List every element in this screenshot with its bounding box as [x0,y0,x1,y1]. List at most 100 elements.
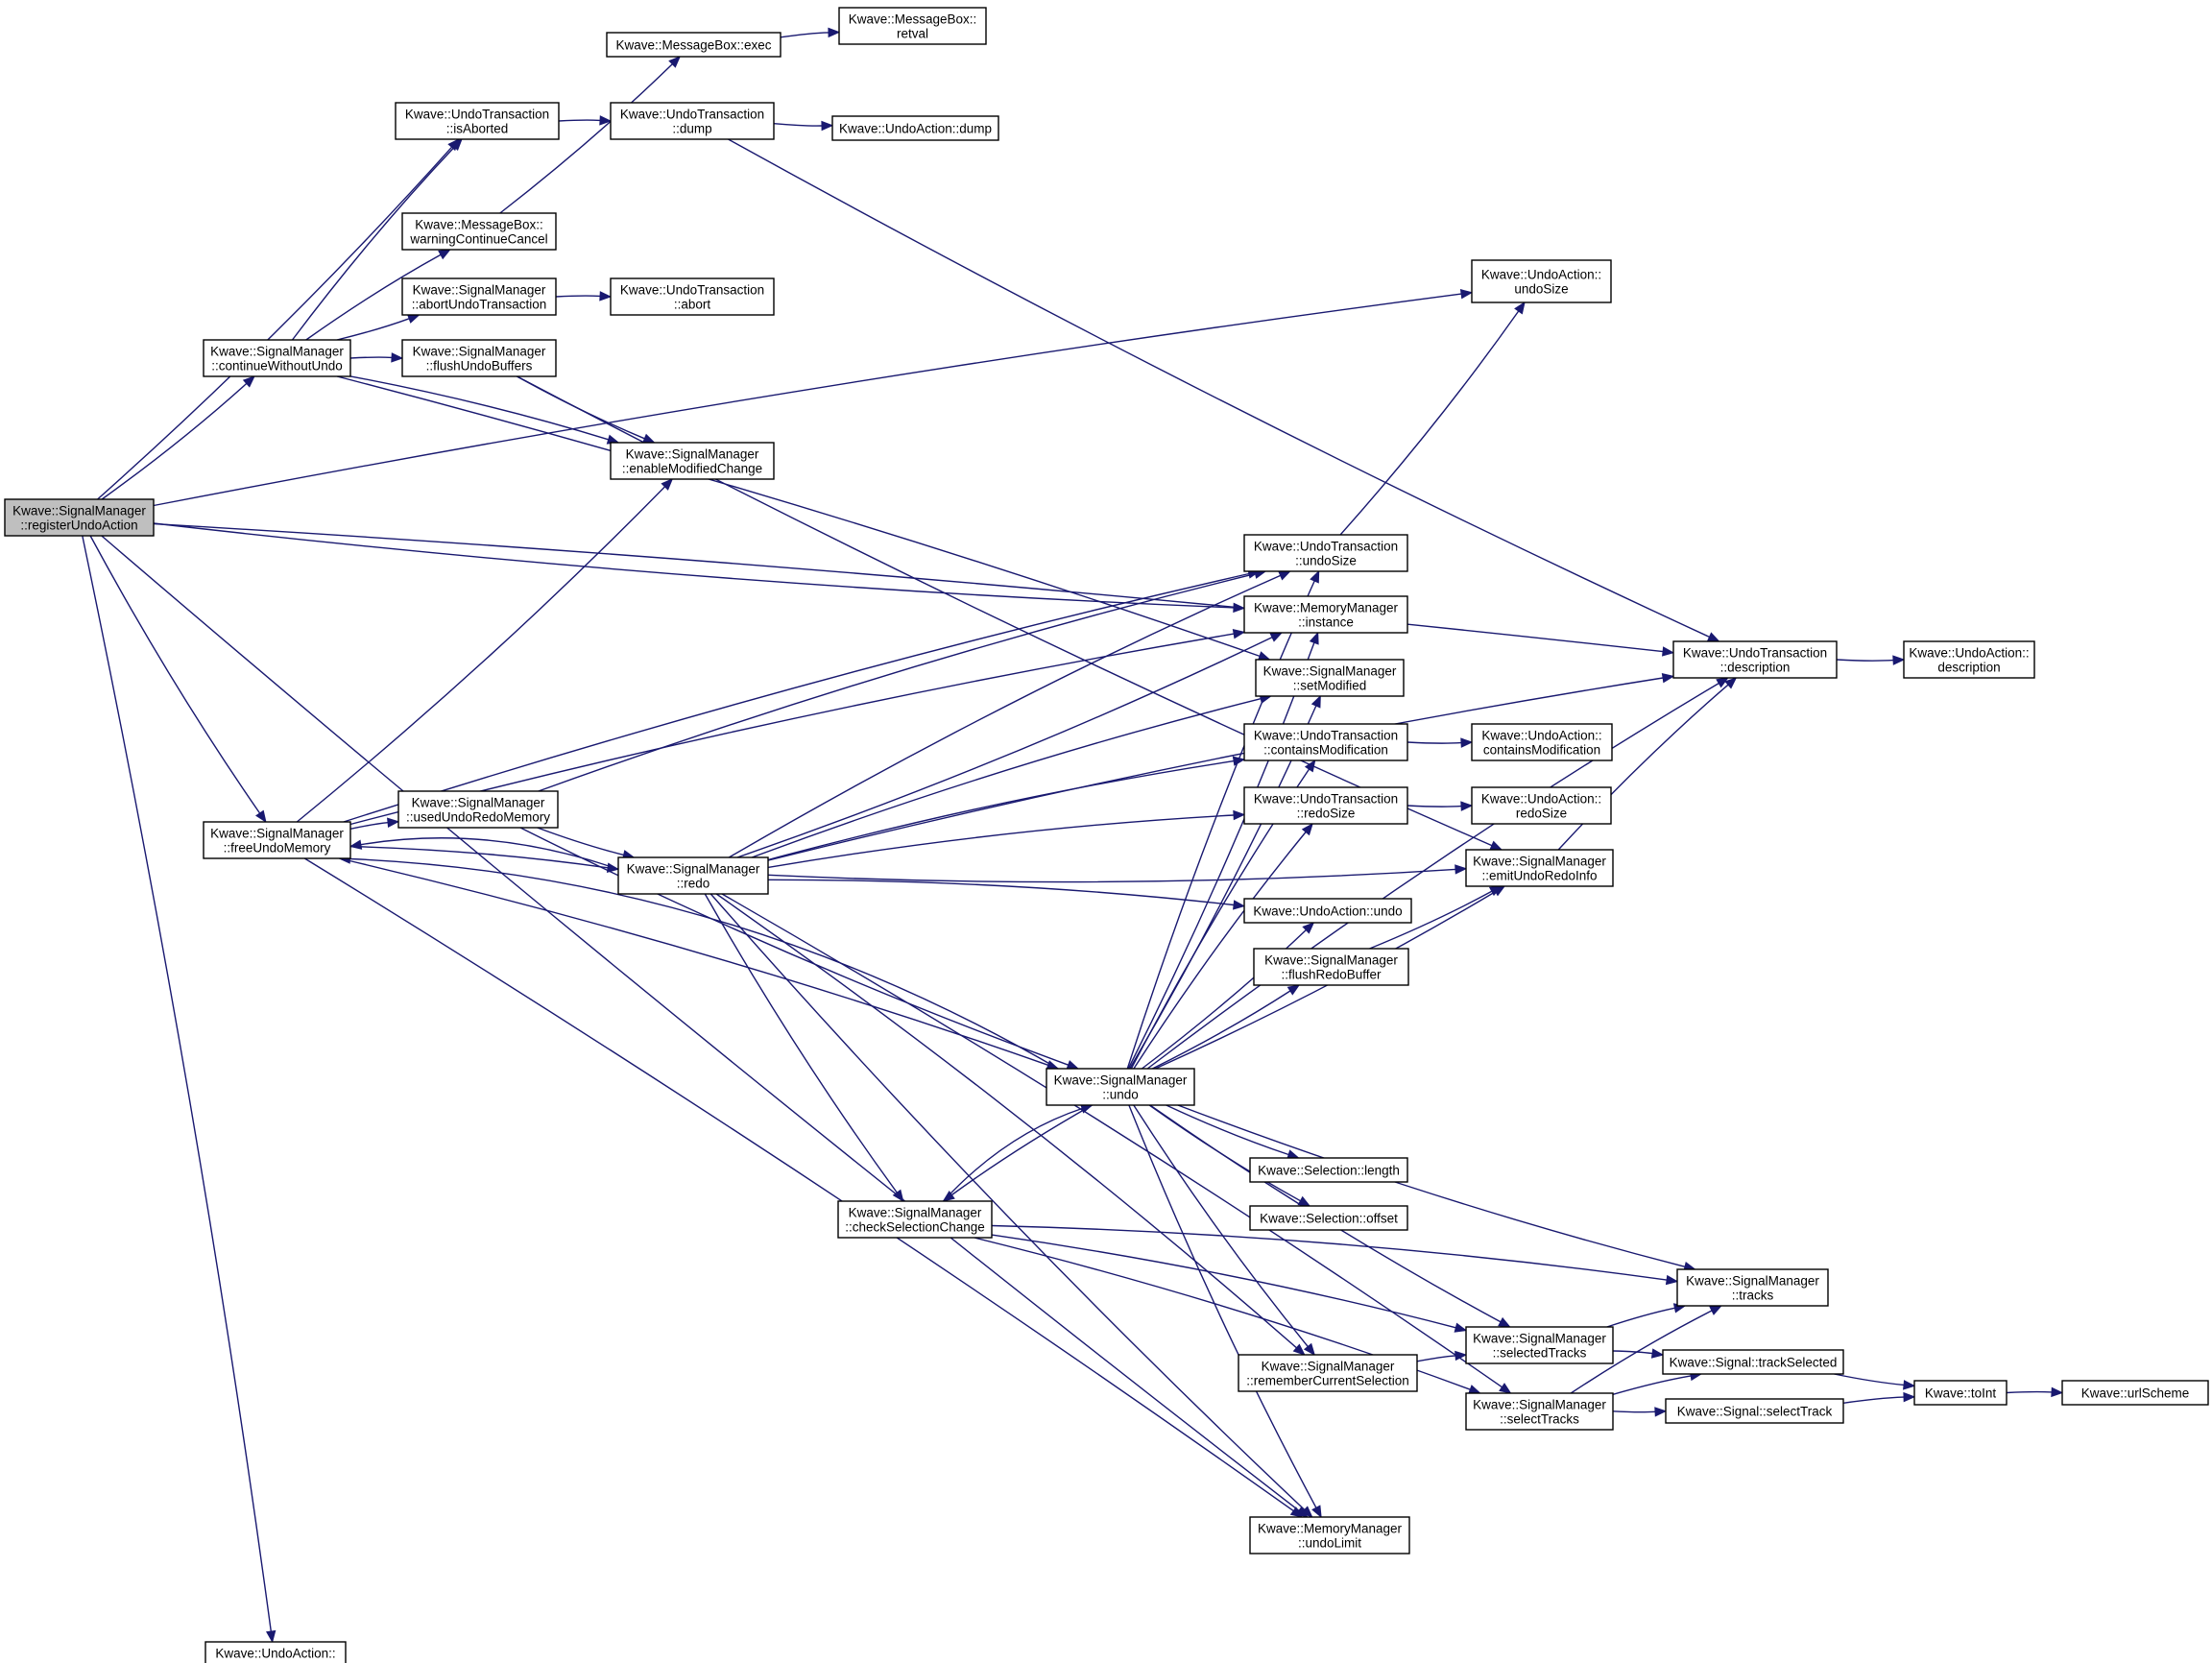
node-uaDescription[interactable]: Kwave::UndoAction::description [1903,640,2035,679]
node-flushUndoBuffers[interactable]: Kwave::SignalManager::flushUndoBuffers [401,339,557,377]
node-freeUndoMemory[interactable]: Kwave::SignalManager::freeUndoMemory [203,821,351,859]
edge-undo-to-utRedoSize [1133,822,1313,1070]
edge-arrowhead [1232,629,1246,639]
node-mmInstance[interactable]: Kwave::MemoryManager::instance [1243,595,1408,634]
edge-line [291,146,455,341]
edge-line [499,63,673,214]
edge-line [336,375,1261,658]
node-utAbort[interactable]: Kwave::UndoTransaction::abort [610,277,775,316]
edge-line [1127,642,1315,1070]
node-label-line: description [1937,661,2000,675]
node-selOffset[interactable]: Kwave::Selection::offset [1249,1205,1408,1231]
node-uaUndo[interactable]: Kwave::UndoAction::undo [1243,898,1412,924]
edge-usedUndoRedoMemory-to-utUndoSize [538,568,1267,792]
node-selectTrack[interactable]: Kwave::Signal::selectTrack [1665,1398,1844,1424]
edge-line [305,253,442,341]
node-utRedoSize[interactable]: Kwave::UndoTransaction::redoSize [1243,786,1408,825]
node-msgExec[interactable]: Kwave::MessageBox::exec [606,32,781,58]
edge-arrowhead [1455,864,1468,875]
node-uaUndoSize[interactable]: Kwave::UndoAction::undoSize [1471,259,1612,303]
node-warningContinueCancel[interactable]: Kwave::MessageBox::warningContinueCancel [401,212,557,251]
node-setModified[interactable]: Kwave::SignalManager::setModified [1255,659,1405,697]
edge-arrowhead [1724,677,1738,689]
edge-arrowhead [1654,1407,1668,1417]
edge-line [1416,1355,1456,1362]
node-box [1465,849,1614,887]
edge-arrowhead [828,27,841,38]
node-isAborted[interactable]: Kwave::UndoTransaction::isAborted [395,102,560,140]
node-registerUndoAction[interactable]: Kwave::SignalManager::registerUndoAction [4,498,155,537]
edge-line [349,845,609,869]
edge-undo-to-selLength [1166,1104,1300,1160]
edge-utRedoSize-to-uaRedoSize [1407,801,1474,811]
node-msgRetval[interactable]: Kwave::MessageBox::retval [838,7,987,45]
node-toInt[interactable]: Kwave::toInt [1913,1380,2008,1406]
node-label-line: Kwave::SignalManager [1473,1398,1606,1412]
node-label-line: Kwave::Selection::offset [1260,1212,1398,1226]
node-uaContainsModification[interactable]: Kwave::UndoAction::containsModification [1471,723,1613,761]
node-selectTracks[interactable]: Kwave::SignalManager::selectTracks [1465,1392,1614,1431]
node-rememberCurrentSelection[interactable]: Kwave::SignalManager::rememberCurrentSel… [1238,1354,1418,1392]
node-label-line: ::redo [677,877,710,891]
node-selectedTracks[interactable]: Kwave::SignalManager::selectedTracks [1465,1326,1614,1364]
edge-undo-to-utUndoSize [1126,569,1320,1070]
node-uaRedoSize[interactable]: Kwave::UndoAction::redoSize [1471,786,1612,825]
node-utDescription[interactable]: Kwave::UndoTransaction::description [1672,640,1838,679]
node-label-line: ::abortUndoTransaction [412,298,547,312]
edge-line [1834,1373,1905,1386]
edge-registerUndoAction-to-isAborted [97,138,460,500]
edge-line [1557,684,1729,851]
node-redo[interactable]: Kwave::SignalManager::redo [617,856,769,895]
node-mmUndoLimit[interactable]: Kwave::MemoryManager::undoLimit [1249,1516,1410,1555]
node-checkSelectionChange[interactable]: Kwave::SignalManager::checkSelectionChan… [837,1200,993,1239]
node-box [397,790,559,829]
node-box [1471,723,1613,761]
node-label-line: Kwave::SignalManager [412,796,545,810]
edge-line [89,535,261,814]
edge-arrowhead [265,1629,276,1644]
edge-arrowhead [387,817,400,828]
node-usedUndoRedoMemory[interactable]: Kwave::SignalManager::usedUndoRedoMemory [397,790,559,829]
node-label-line: ::usedUndoRedoMemory [406,810,550,825]
node-label-line: ::continueWithoutUndo [211,359,343,374]
edge-undo-to-uaUndo [1141,922,1315,1070]
edge-undo-to-rememberCurrentSelection [1133,1104,1316,1357]
node-flushRedoBuffer[interactable]: Kwave::SignalManager::flushRedoBuffer [1253,948,1409,986]
edge-line [728,574,1281,858]
edge-freeUndoMemory-to-usedUndoRedoMemory [349,817,400,830]
node-label-line: Kwave::SignalManager [210,827,344,841]
edge-arrowhead [1269,632,1284,642]
edge-redo-to-rememberCurrentSelection [715,893,1306,1356]
node-uaDump[interactable]: Kwave::UndoAction::dump [831,115,999,141]
node-continueWithoutUndo[interactable]: Kwave::SignalManager::continueWithoutUnd… [203,339,351,377]
node-label-line: ::flushUndoBuffers [426,359,533,374]
node-label-line: ::isAborted [446,122,509,136]
node-selLength[interactable]: Kwave::Selection::length [1249,1157,1408,1183]
edge-selectedTracks-to-trackSelected [1612,1348,1665,1359]
edge-line [336,318,410,341]
node-enableModifiedChange[interactable]: Kwave::SignalManager::enableModifiedChan… [610,442,775,480]
node-utDump[interactable]: Kwave::UndoTransaction::dump [610,102,775,140]
node-uaStore[interactable]: Kwave::UndoAction::store [204,1641,347,1663]
edge-arrowhead [892,1189,904,1203]
edge-line [767,814,1235,869]
node-utUndoSize[interactable]: Kwave::UndoTransaction::undoSize [1243,534,1408,572]
edge-utDump-to-utDescription [728,138,1720,642]
node-label-line: ::freeUndoMemory [224,841,331,856]
edge-redo-to-utUndoSize [728,570,1291,858]
edge-arrowhead [821,120,834,132]
edge-line [767,759,1235,861]
edge-arrowhead [1892,655,1906,665]
edge-arrowhead [1278,570,1291,581]
node-trackSelected[interactable]: Kwave::Signal::trackSelected [1662,1349,1844,1375]
edge-arrowhead [1662,646,1675,657]
node-urlScheme[interactable]: Kwave::urlScheme [2061,1380,2209,1406]
node-abortUndoTransaction[interactable]: Kwave::SignalManager::abortUndoTransacti… [401,277,557,316]
edge-msgExec-to-msgRetval [780,27,841,38]
node-undo[interactable]: Kwave::SignalManager::undo [1046,1068,1195,1106]
node-label-line: Kwave::SignalManager [626,447,759,462]
edge-line [1612,1410,1656,1413]
node-utContainsModification[interactable]: Kwave::UndoTransaction::containsModifica… [1243,723,1408,761]
node-emitUndoRedoInfo[interactable]: Kwave::SignalManager::emitUndoRedoInfo [1465,849,1614,887]
node-tracks[interactable]: Kwave::SignalManager::tracks [1676,1268,1829,1307]
